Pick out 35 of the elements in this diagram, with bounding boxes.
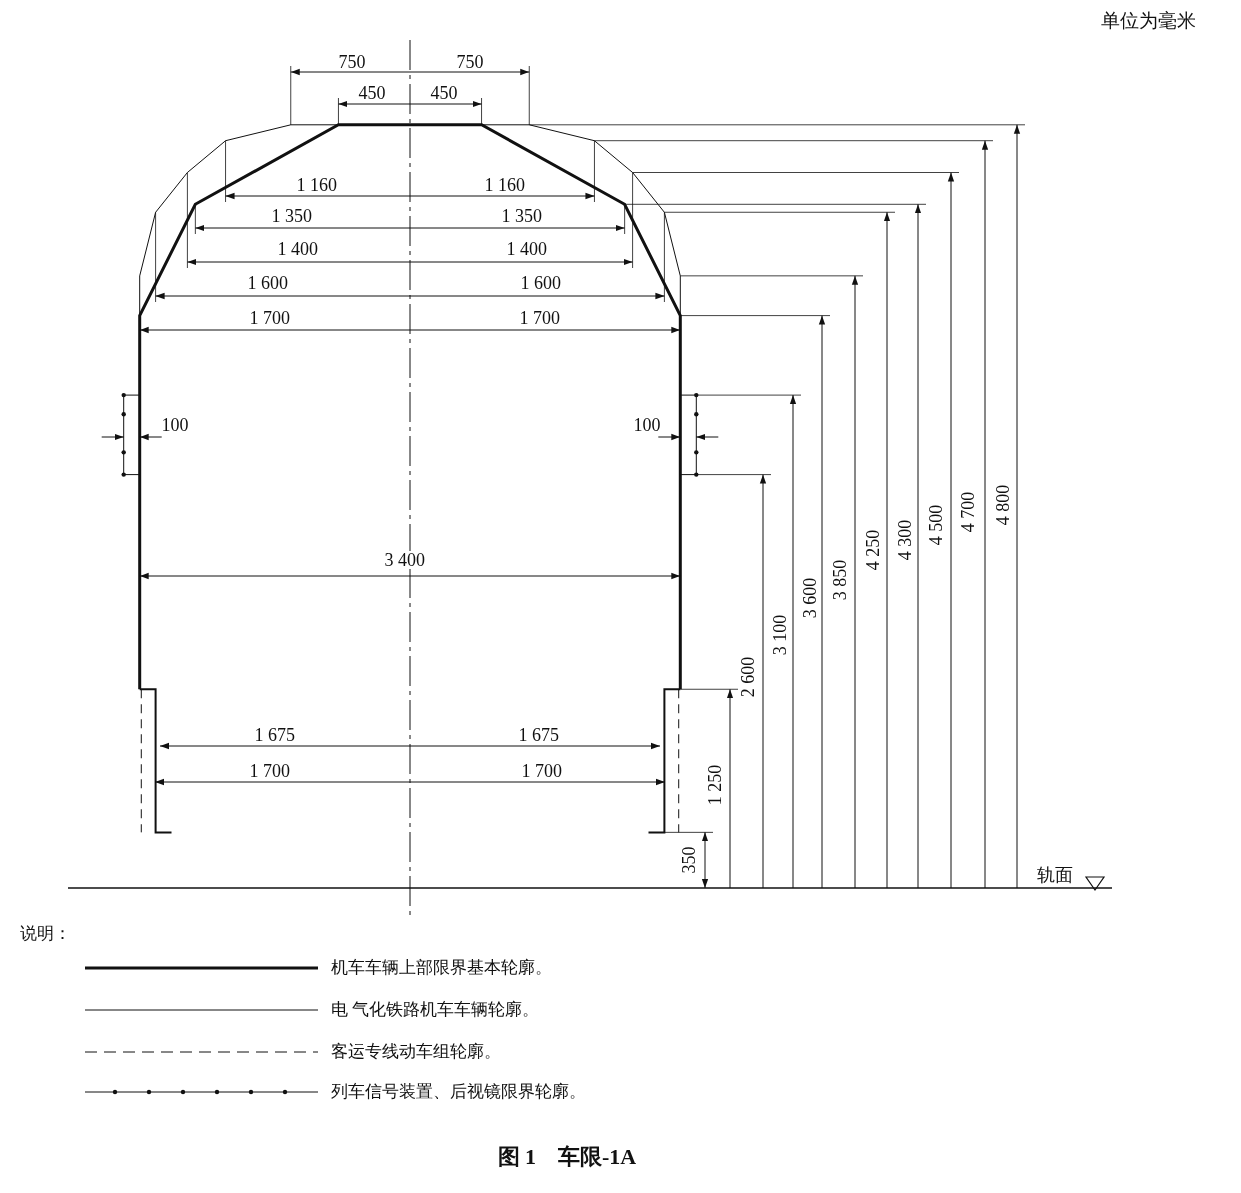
dimension-value: 100 — [632, 416, 662, 434]
dimension-value: 1 250 — [705, 763, 724, 807]
dimension-value: 1 350 — [270, 207, 313, 225]
dimension-value: 3 600 — [800, 576, 819, 620]
dimension-value: 1 675 — [253, 726, 296, 744]
dimension-value: 1 400 — [276, 240, 319, 258]
unit-note: 单位为毫米 — [1099, 10, 1197, 30]
dimension-value: 750 — [455, 53, 485, 71]
dimension-value: 4 700 — [958, 490, 977, 534]
figure-caption: 图 1 车限-1A — [496, 1146, 638, 1168]
dimension-value: 450 — [357, 84, 387, 102]
dimension-value: 3 100 — [770, 613, 789, 657]
dimension-value: 350 — [679, 845, 697, 875]
dimension-value: 1 400 — [505, 240, 548, 258]
dimension-value: 4 800 — [993, 483, 1012, 527]
dimension-value: 450 — [429, 84, 459, 102]
dimension-value: 1 700 — [248, 309, 291, 327]
dimension-value: 750 — [337, 53, 367, 71]
dimension-value: 1 160 — [483, 176, 526, 194]
dimension-value: 1 700 — [520, 762, 563, 780]
dimension-value: 1 600 — [519, 274, 562, 292]
dimension-value: 2 600 — [738, 655, 757, 699]
dimension-value: 3 400 — [383, 551, 426, 569]
dimension-value: 1 700 — [518, 309, 561, 327]
rail-surface-label: 轨面 — [1036, 866, 1074, 884]
dimension-value: 1 675 — [517, 726, 560, 744]
dimension-value: 1 350 — [500, 207, 543, 225]
dimension-value: 3 850 — [830, 558, 849, 602]
dimension-value: 1 600 — [246, 274, 289, 292]
dimension-value: 1 160 — [295, 176, 338, 194]
dimension-value: 4 250 — [863, 528, 882, 572]
dimension-value: 100 — [160, 416, 190, 434]
dimension-value: 4 300 — [895, 518, 914, 562]
dimension-value: 1 700 — [248, 762, 291, 780]
dimension-value: 4 500 — [926, 503, 945, 547]
